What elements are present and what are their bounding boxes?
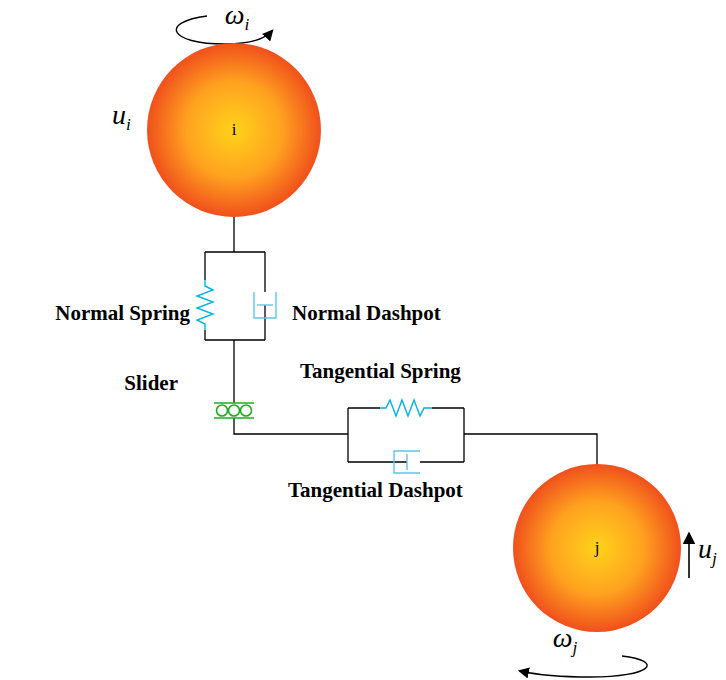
part-label: Tangential Spring bbox=[300, 360, 461, 383]
node-label: i bbox=[232, 120, 237, 140]
contact-linkage bbox=[205, 217, 597, 464]
part-label: Tangential Dashpot bbox=[288, 479, 463, 502]
part-label: Normal Spring bbox=[55, 302, 190, 325]
particle-circle: i bbox=[147, 43, 321, 217]
rotation-arrow bbox=[520, 656, 647, 677]
particle-circle: j bbox=[513, 464, 681, 632]
tangential-dashpot bbox=[394, 451, 420, 473]
rotation-arrow bbox=[176, 16, 272, 44]
angular-velocity: ωj bbox=[553, 623, 578, 657]
normal-dashpot bbox=[254, 292, 276, 318]
node-label: j bbox=[595, 538, 600, 558]
displacement-label: ui bbox=[112, 100, 131, 134]
displacement-label: uj bbox=[698, 534, 717, 568]
slider bbox=[214, 403, 254, 418]
angular-velocity: ωi bbox=[225, 0, 250, 34]
displacement-arrow bbox=[688, 534, 690, 578]
tangential-spring bbox=[380, 400, 432, 416]
part-label: Normal Dashpot bbox=[292, 302, 441, 325]
part-label: Slider bbox=[124, 372, 178, 395]
normal-spring bbox=[197, 280, 213, 330]
